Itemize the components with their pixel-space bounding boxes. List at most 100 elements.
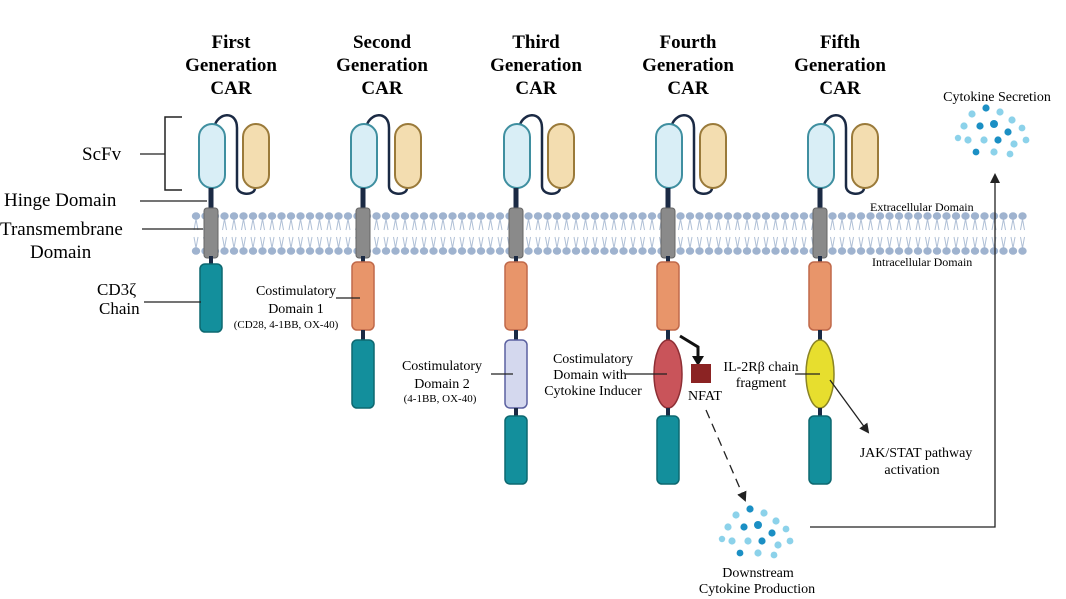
lipid-tail	[917, 236, 921, 249]
lipid-tail	[575, 218, 579, 231]
lipid-tail	[347, 218, 351, 231]
lipid-head	[286, 212, 296, 220]
lipid-head	[894, 212, 904, 220]
lipid-tail	[440, 218, 444, 231]
lipid-tail	[298, 218, 301, 231]
lipid-tail	[478, 218, 482, 231]
lipid-head	[847, 247, 856, 255]
cytokine-dot	[964, 136, 972, 144]
lipid-head	[695, 212, 704, 220]
lipid-head	[343, 247, 353, 255]
lipid-head	[372, 247, 381, 255]
lipid-head	[581, 212, 590, 220]
lipid-tail	[718, 236, 721, 249]
lipid-head	[533, 212, 543, 220]
secreted-cytokine-cluster	[954, 104, 1030, 158]
lipid-head	[1008, 247, 1018, 255]
lipid-tail	[936, 236, 940, 249]
lipid-tail	[1020, 218, 1023, 231]
lipid-tail	[347, 236, 351, 249]
lipid-head	[761, 247, 771, 255]
lipid-tail	[423, 218, 427, 231]
lipid-head	[495, 247, 505, 255]
lipid-tail	[782, 218, 786, 231]
lipid-tail	[414, 236, 417, 249]
lipid-tail	[877, 236, 881, 249]
lipid-tail	[839, 236, 843, 249]
lipid-tail	[773, 236, 776, 249]
gen2-title-line2: Generation	[336, 55, 428, 76]
lipid-tail	[328, 218, 332, 231]
lipid-head	[324, 247, 334, 255]
lipid-head	[752, 212, 761, 220]
gen5-title-line2: Generation	[794, 55, 886, 76]
lipid-head	[828, 247, 837, 255]
lipid-tail	[851, 218, 854, 231]
intracellular-label: Intracellular Domain	[872, 255, 972, 269]
lipid-tail	[328, 236, 332, 249]
lipid-tail	[737, 218, 740, 231]
lipid-tail	[955, 218, 959, 231]
scfv-light-chain	[503, 123, 531, 189]
lipid-tail	[915, 236, 919, 249]
lipid-head	[638, 247, 647, 255]
lipid-tail	[699, 236, 702, 249]
lipid-tail	[784, 236, 788, 249]
costim2-label-line2: Domain 2	[414, 377, 470, 392]
lipid-tail	[1010, 236, 1014, 249]
lipid-tail	[233, 236, 237, 249]
lipid-tail	[480, 236, 484, 249]
lipid-tail	[887, 236, 890, 249]
lipid-tail	[1003, 218, 1006, 231]
lipid-tail	[345, 236, 349, 249]
lipid-head	[486, 212, 495, 220]
lipid-tail	[841, 236, 845, 249]
lipid-head	[248, 247, 258, 255]
lipid-head	[429, 212, 438, 220]
lipid-tail	[309, 218, 313, 231]
lipid-head	[486, 247, 495, 255]
lipid-head	[571, 247, 581, 255]
lipid-head	[676, 247, 685, 255]
lipid-tail	[955, 236, 959, 249]
scfv-linker	[821, 114, 866, 195]
secretion-arrow	[810, 173, 1000, 528]
lipid-head	[942, 247, 951, 255]
lipid-tail	[687, 236, 691, 249]
lipid-head	[334, 247, 343, 255]
nfat-square	[691, 364, 711, 383]
lipid-tail	[195, 236, 199, 249]
gen1-scfv	[198, 114, 270, 259]
lipid-tail	[269, 218, 273, 231]
gen4-scfv	[655, 114, 727, 259]
costim2-label-line1: Costimulatory	[402, 359, 482, 374]
transmembrane-domain	[355, 207, 371, 259]
lipid-head	[600, 247, 609, 255]
lipid-tail	[193, 236, 197, 249]
lipid-head	[799, 212, 809, 220]
lipid-tail	[594, 236, 598, 249]
lipid-tail	[469, 236, 472, 249]
generation-titles: First Generation CAR Second Generation C…	[185, 32, 886, 99]
lipid-head	[410, 212, 419, 220]
lipid-head	[448, 212, 457, 220]
gen3-title-line3: CAR	[515, 78, 556, 99]
lipid-tail	[1001, 218, 1004, 231]
gen3-title-line2: Generation	[490, 55, 582, 76]
lipid-head	[609, 247, 619, 255]
lipid-tail	[307, 218, 311, 231]
lipid-tail	[421, 218, 425, 231]
lipid-tail	[765, 236, 769, 249]
lipid-tail	[545, 218, 548, 231]
lipid-head	[457, 247, 467, 255]
lipid-tail	[459, 236, 463, 249]
lipid-tail	[632, 236, 636, 249]
lipid-tail	[727, 218, 731, 231]
lipid-tail	[613, 218, 617, 231]
lipid-head	[904, 247, 913, 255]
lipid-tail	[908, 236, 911, 249]
lipid-head	[305, 212, 315, 220]
lipid-tail	[336, 218, 339, 231]
lipid-tail	[697, 218, 700, 231]
